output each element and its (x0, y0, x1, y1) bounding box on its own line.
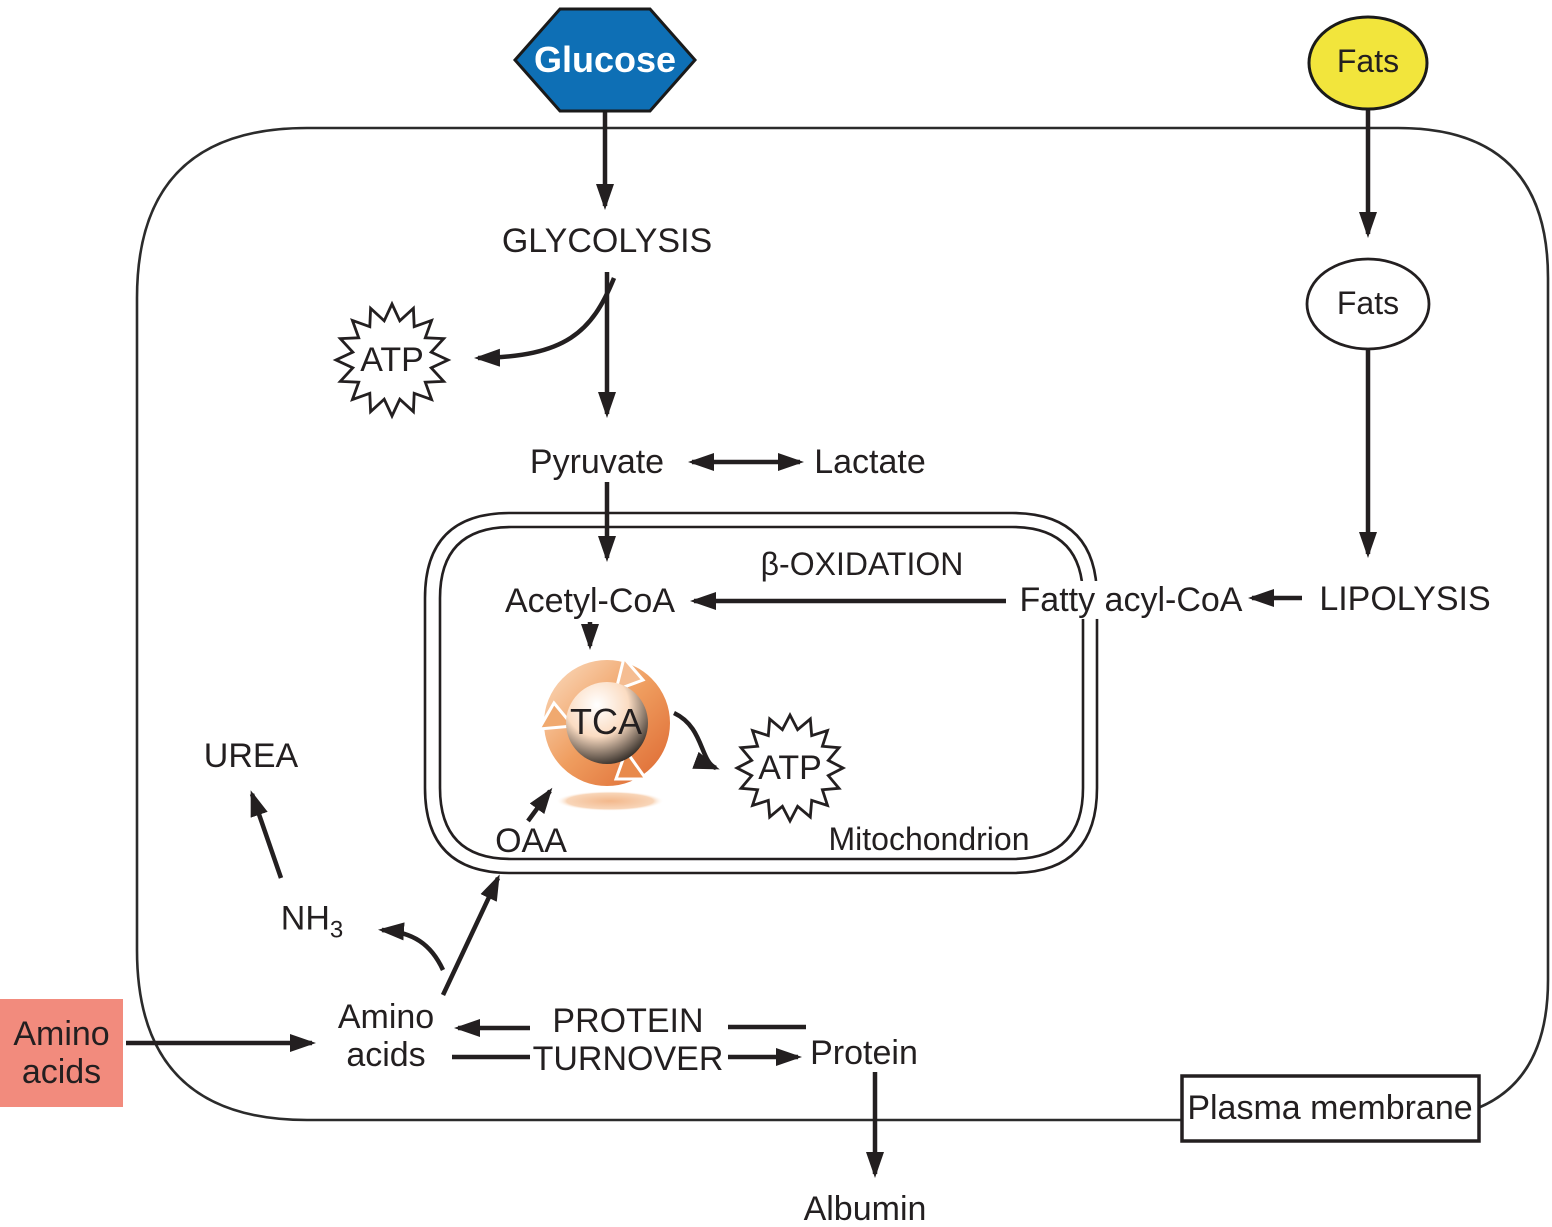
tca-ring-arrowhead-left (536, 700, 576, 731)
tca-shadow (556, 791, 664, 811)
label-atp-glycolysis: ATP (360, 340, 424, 379)
arrow-tca-to-atp (672, 710, 720, 771)
fats-ellipse-outer (1307, 15, 1429, 111)
label-protein-turnover: PROTEIN TURNOVER (532, 1001, 724, 1078)
fats-ellipse-inner (1305, 257, 1431, 351)
label-mitochondrion: Mitochondrion (828, 821, 1030, 858)
label-lactate: Lactate (814, 442, 926, 481)
label-tca: TCA (570, 700, 642, 742)
atp-burst-tca (733, 711, 847, 825)
label-nh3: NH3 (280, 899, 344, 944)
label-lipolysis: LIPOLYSIS (1319, 579, 1491, 618)
glucose-hexagon (512, 7, 698, 113)
label-fatty-acyl-coa: Fatty acyl-CoA (1014, 580, 1248, 620)
label-oaa: OAA (495, 821, 567, 860)
label-urea: UREA (203, 736, 299, 775)
arrow-aminoacids-to-oaa (440, 874, 501, 996)
label-amino-acids-inner: Amino acids (337, 997, 435, 1074)
label-acetyl-coa: Acetyl-CoA (504, 581, 676, 620)
amino-acids-source-box: Amino acids (0, 999, 123, 1107)
label-pyruvate: Pyruvate (529, 442, 665, 481)
tca-cycle-icon (536, 654, 670, 811)
arrow-glycolysis-to-atp (474, 277, 617, 367)
arrow-aminoacids-to-nh3 (378, 922, 446, 971)
label-beta-oxidation: β-OXIDATION (760, 546, 964, 583)
label-fats-top: Fats (1336, 43, 1400, 80)
label-plasma-membrane: Plasma membrane (1187, 1088, 1473, 1127)
atp-burst-glycolysis (332, 300, 452, 420)
label-glucose: Glucose (533, 38, 677, 80)
label-glycolysis: GLYCOLYSIS (501, 221, 713, 260)
plasma-membrane-label-box (1180, 1074, 1481, 1143)
plasma-membrane-outline (135, 126, 1550, 1122)
tca-ring-arrowhead-top (613, 654, 646, 693)
label-albumin: Albumin (803, 1189, 927, 1227)
mitochondrion-inner-membrane (438, 525, 1085, 861)
label-fats-inner: Fats (1336, 285, 1400, 322)
arrow-nh3-to-urea (249, 790, 284, 879)
arrow-oaa-to-tca (526, 787, 553, 823)
mitochondrion-outer-membrane (423, 511, 1099, 875)
label-protein: Protein (810, 1033, 918, 1072)
tca-sphere (566, 682, 648, 764)
label-amino-acids-outer: Amino acids (13, 1014, 110, 1091)
label-atp-tca: ATP (758, 748, 822, 787)
